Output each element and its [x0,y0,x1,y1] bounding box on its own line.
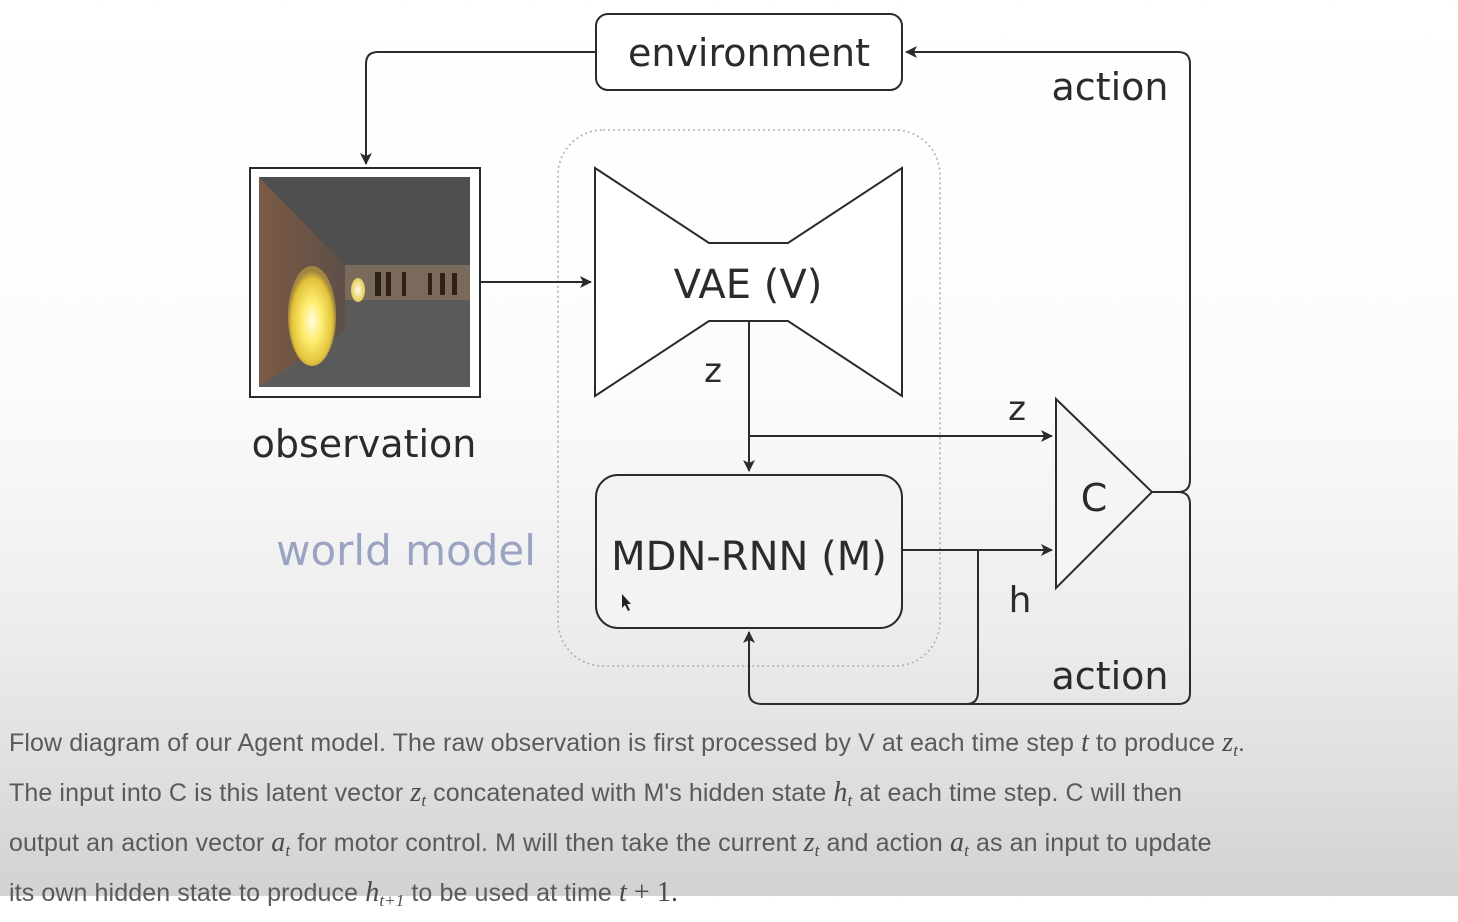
z-vae-label: z [704,351,722,391]
environment-label: environment [628,31,870,75]
agent-flow-diagram: environment [249,13,1191,705]
mouse-cursor-icon [622,594,631,611]
math-plus-one: + 1. [626,877,679,908]
math-z-t: zt [410,777,427,810]
caption-text: and action [819,829,950,857]
caption-line-2: The input into C is this latent vector z… [9,772,1449,822]
caption-text: to produce [1088,729,1223,757]
caption-text: The input into C is this latent vector [9,779,411,807]
controller-label: C [1081,476,1108,520]
caption-text: as an input to update [968,829,1212,857]
mdn-rnn-label: MDN-RNN (M) [611,534,887,580]
figure-caption: Flow diagram of our Agent model. The raw… [9,722,1449,922]
edge-h-feedback [965,550,979,705]
action-bottom-label: action [1052,654,1169,698]
math-h-t: ht [833,777,853,810]
mdn-rnn-node: MDN-RNN (M) [595,474,903,629]
caption-line-3: output an action vector at for motor con… [9,822,1449,872]
math-a-t: at [271,827,291,860]
controller-node: C [1055,396,1154,591]
caption-text: output an action vector [9,829,272,857]
caption-text: . [1238,729,1246,757]
environment-node: environment [595,13,903,91]
action-top-label: action [1052,65,1169,109]
edge-environment-to-observation [360,51,596,165]
observation-image [259,177,470,387]
math-z-t: zt [803,827,820,860]
z-controller-label: z [1008,389,1026,429]
caption-text: at each time step. C will then [852,779,1182,807]
world-model-label: world model [276,526,536,575]
h-controller-label: h [1009,580,1032,621]
caption-line-1: Flow diagram of our Agent model. The raw… [9,722,1449,772]
caption-text: to be used at time [404,879,619,907]
caption-text: concatenated with M's hidden state [426,779,834,807]
vae-label: VAE (V) [674,262,823,308]
edge-controller-to-environment [905,46,1191,493]
observation-label: observation [252,422,477,466]
math-a-t: at [949,827,969,860]
caption-text: Flow diagram of our Agent model. The raw… [9,729,1082,757]
math-t: t [618,877,627,908]
math-t: t [1081,727,1089,758]
caption-text: its own hidden state to produce [9,879,366,907]
observation-node [249,167,481,398]
math-z-t: zt [1222,727,1239,760]
caption-text: for motor control. M will then take the … [290,829,804,857]
edge-controller-to-mdn-rnn [743,491,1191,705]
math-h-t-plus-1: ht+1 [365,877,405,910]
caption-line-4: its own hidden state to produce ht+1 to … [9,872,1449,922]
vae-node: VAE (V) [594,166,903,398]
